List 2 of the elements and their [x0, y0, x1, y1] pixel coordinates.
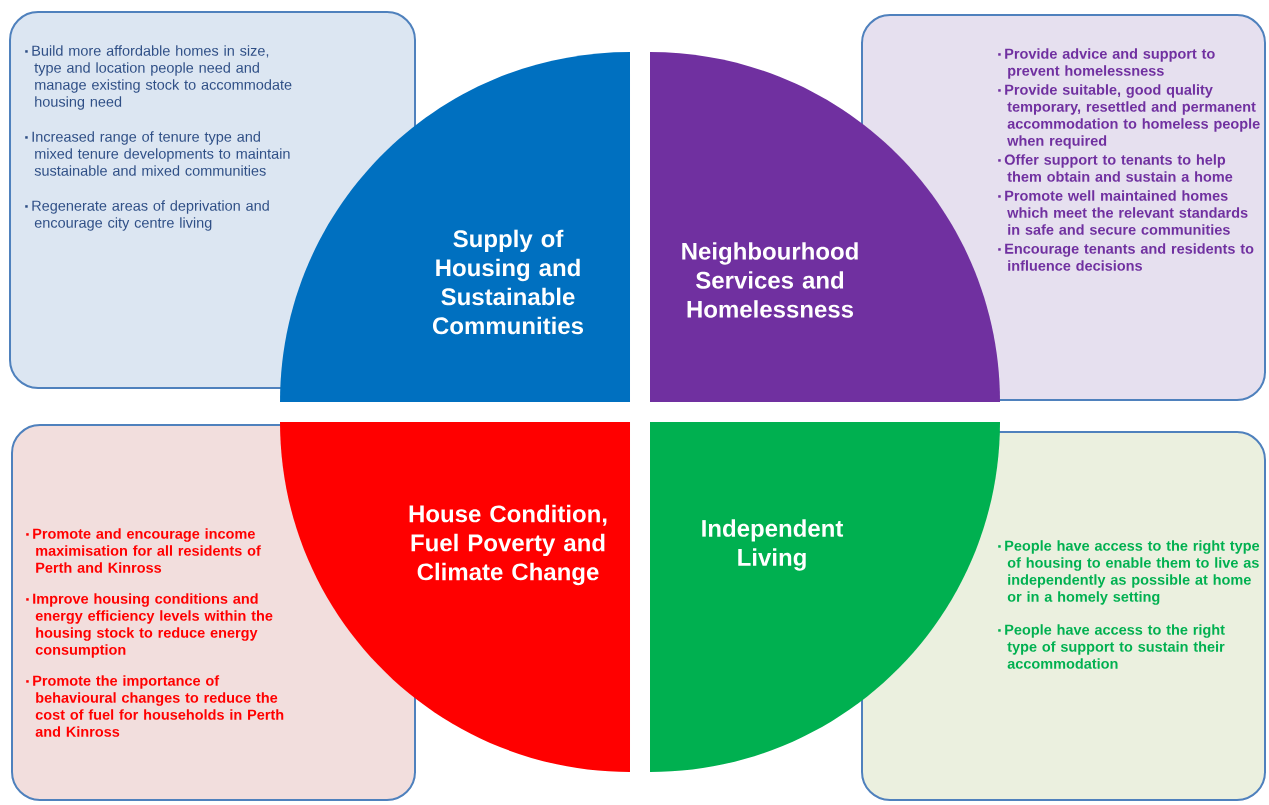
quadrant-sector: Independent Living: [650, 422, 1000, 772]
quadrant-sector: Neighbourhood Services and Homelessness: [650, 52, 1000, 402]
